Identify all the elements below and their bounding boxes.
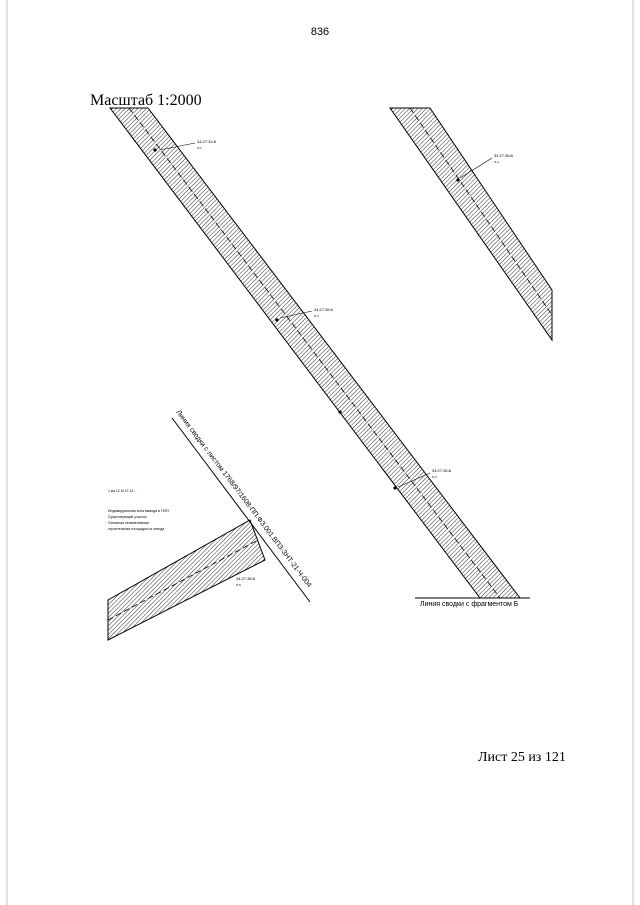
legend-line-1: 1 км 12 М.17.13 ... xyxy=(108,489,137,493)
parcel-label-2: 34:27:36:8 xyxy=(314,307,334,312)
left-scan-edge xyxy=(6,0,8,905)
survey-point xyxy=(393,486,397,490)
leader-line-4 xyxy=(459,157,493,179)
scale-label: Масштаб 1:2000 xyxy=(90,92,202,109)
lower-left-corridor-axis xyxy=(107,539,259,621)
page-number: 836 xyxy=(310,26,330,38)
leader-line-1 xyxy=(159,142,196,151)
survey-point xyxy=(456,178,460,182)
legend-line-4: Основная неизменяемая xyxy=(108,521,149,525)
main-corridor-axis xyxy=(128,107,501,599)
parcel-label-5-sub: П-5 xyxy=(236,583,241,587)
legend-line-5: строительная площадка из отвода xyxy=(108,527,164,531)
parcel-label-1-sub: П-1 xyxy=(197,146,202,150)
parcel-label-3: 34:27:36:8 xyxy=(432,468,452,473)
lower-left-corridor-band xyxy=(107,519,266,641)
seam-line-main xyxy=(171,417,311,603)
right-scan-edge xyxy=(632,0,634,905)
legend-line-3: Существующий участок xyxy=(108,515,147,519)
upper-right-corridor-band xyxy=(389,107,553,342)
sheet-label: Лист 25 из 121 xyxy=(478,750,566,765)
seam-line-bottom-label: Линия сводки с фрагментом Б xyxy=(420,601,519,608)
survey-point xyxy=(338,410,342,414)
legend-line-2: Индивидуальная зона вывода в ГКПУ xyxy=(108,509,170,513)
parcel-label-5: 34:27:36:8 xyxy=(236,576,256,581)
survey-point xyxy=(275,318,279,322)
leader-line-3 xyxy=(397,472,431,488)
survey-point xyxy=(153,148,157,152)
leader-line-2 xyxy=(279,310,313,319)
upper-right-corridor-axis xyxy=(409,107,553,316)
parcel-label-2-sub: П-2 xyxy=(314,314,319,318)
parcel-label-4: 34:27:36:8 xyxy=(494,153,514,158)
parcel-label-3-sub: П-3 xyxy=(432,475,437,479)
parcel-label-1: 34:27:34:8 xyxy=(197,139,217,144)
parcel-label-4-sub: П-4 xyxy=(494,160,499,164)
